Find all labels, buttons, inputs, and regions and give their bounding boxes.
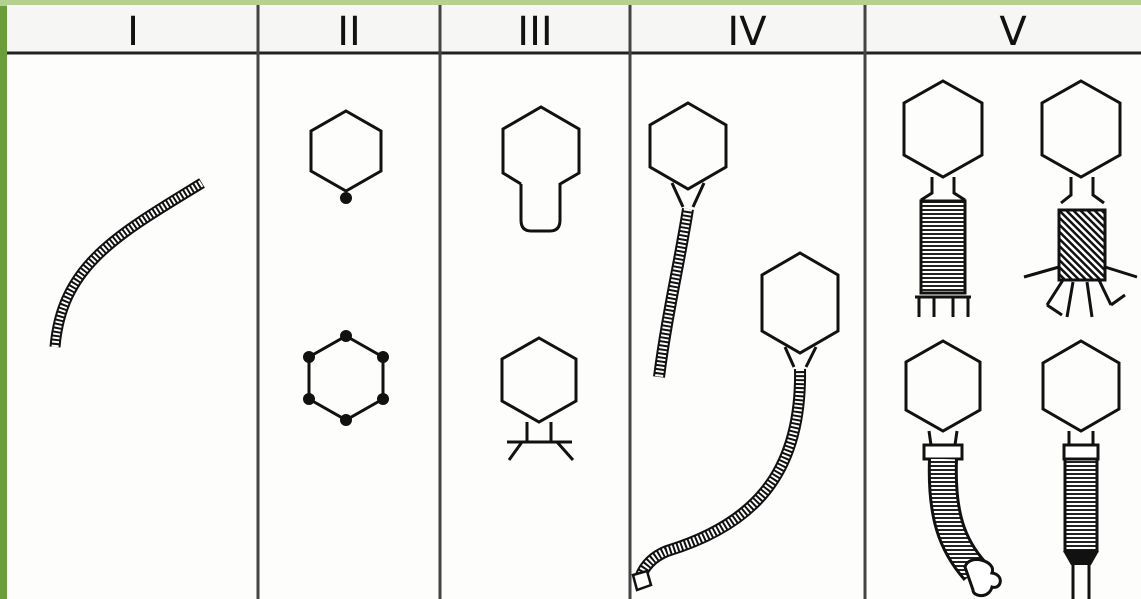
phage-classification-table: I II III IV V xyxy=(7,5,1141,599)
column-header-1: I xyxy=(127,9,139,55)
column-dividers xyxy=(258,5,865,599)
contractile-tail-phage-icon xyxy=(904,81,982,317)
long-flexible-tail-phage-large-icon xyxy=(633,253,838,590)
column-header-3: III xyxy=(517,9,552,55)
header-row xyxy=(7,5,1141,53)
icosahedral-phage-single-spike-icon xyxy=(311,111,381,204)
diagram-svg: I II III IV V xyxy=(7,5,1141,599)
column-header-5: V xyxy=(999,9,1027,55)
column-header-2: II xyxy=(337,9,361,55)
short-tail-phage-icon xyxy=(503,107,579,231)
icosahedral-phage-vertex-spikes-icon xyxy=(303,330,389,426)
contracted-tail-phage-icon xyxy=(1024,81,1137,317)
flexible-banded-tail-phage-icon xyxy=(906,341,1000,596)
banded-tail-baseplate-phage-icon xyxy=(1043,341,1119,599)
filamentous-phage-icon xyxy=(55,183,202,347)
long-flexible-tail-phage-small-icon xyxy=(650,103,726,377)
short-tail-fibers-phage-icon xyxy=(502,338,576,460)
column-header-4: IV xyxy=(727,9,767,55)
